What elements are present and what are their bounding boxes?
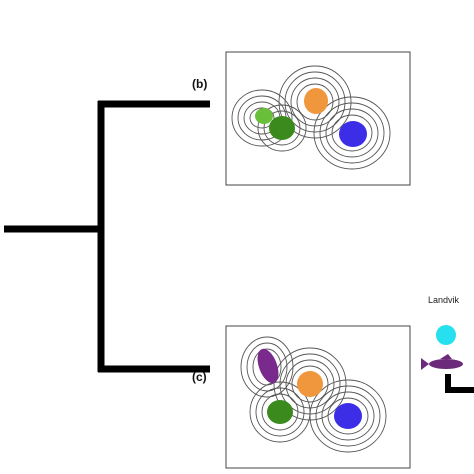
panel-b-blue-blob [339, 121, 367, 147]
panel-b [225, 51, 411, 186]
panel-b-orange-blob [304, 88, 328, 114]
panel-c [225, 325, 411, 469]
panel-c-orange-blob [297, 371, 323, 397]
panel-c-frame [225, 325, 411, 469]
landvik-branch [445, 374, 474, 393]
panel-b-green-blob [269, 116, 295, 140]
phylogenetic-tree [4, 100, 210, 373]
site-legend: Landvik [421, 295, 474, 393]
site-circle-icon [436, 325, 456, 345]
panel-b-light-green-blob [255, 108, 273, 124]
panel-b-label: (b) [192, 77, 207, 91]
panel-c-purple-blob [257, 348, 279, 384]
panel-c-label: (c) [192, 370, 207, 384]
fish-icon [421, 354, 463, 370]
site-label-landvik: Landvik [428, 295, 460, 305]
panel-c-contours [240, 336, 387, 453]
panel-c-blue-blob [334, 403, 362, 429]
panel-c-green-blob [267, 400, 293, 424]
